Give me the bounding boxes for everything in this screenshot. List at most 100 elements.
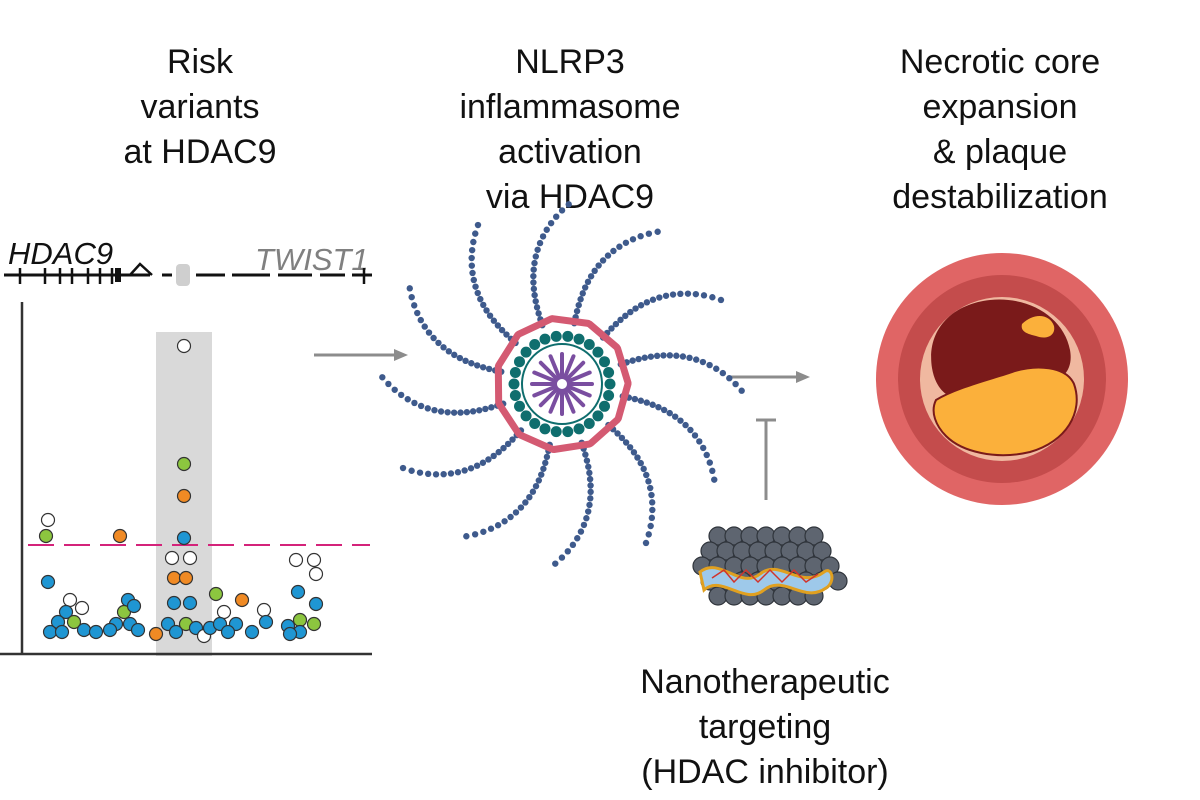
filament-bead (471, 531, 479, 538)
filament-bead (645, 230, 653, 237)
variant-dot (306, 616, 322, 632)
asc-bead (573, 333, 585, 345)
filament-bead (474, 362, 481, 369)
variant-dot (58, 604, 74, 620)
filament-bead (587, 488, 594, 496)
filament-bead (487, 525, 495, 532)
filament-bead (583, 457, 591, 464)
inhibition-bar (756, 418, 776, 500)
filament-bead (637, 397, 645, 404)
filament-bead (399, 464, 407, 472)
filament-bead (671, 413, 679, 420)
nanoparticle-lipid-head (812, 541, 832, 561)
filament-bead (637, 302, 645, 309)
variant-dot (244, 624, 260, 640)
nlrp3-line-2: inflammasome (459, 88, 681, 126)
filament-bead (569, 541, 577, 549)
filament-bead (408, 467, 415, 474)
filament-bead (416, 469, 424, 476)
nlrp3-segment (550, 440, 593, 454)
filament-bead (490, 317, 498, 324)
filament-bead (627, 308, 634, 316)
filament-bead (622, 239, 630, 246)
variant-dot (234, 592, 250, 608)
filament-bead (647, 353, 655, 360)
variant-dot (182, 595, 198, 611)
filament-bead (532, 482, 540, 490)
filament-bead (595, 262, 602, 269)
filament-bead (534, 246, 541, 253)
filament-bead (687, 426, 694, 434)
arrow-to-inflammasome (314, 349, 408, 361)
filament-bead (591, 267, 598, 275)
asc-bead (592, 346, 604, 358)
variant-dot (176, 456, 192, 472)
filament-bead (616, 243, 623, 250)
filament-bead (706, 459, 713, 466)
filament-bead (531, 259, 538, 267)
filament-bead (647, 484, 654, 492)
filament-bead (573, 307, 581, 315)
variant-dot (288, 552, 304, 568)
filament-bead (470, 238, 477, 246)
asc-filament (406, 285, 505, 375)
risk-line-3: at HDAC9 (123, 133, 277, 171)
asc-filament (379, 374, 507, 416)
filament-bead (408, 293, 415, 301)
variant-dot (88, 624, 104, 640)
asc-bead (592, 410, 604, 422)
filament-bead (469, 408, 477, 415)
filament-bead (507, 513, 514, 521)
lipid-pool (932, 366, 1078, 457)
filament-bead (677, 290, 684, 298)
filament-bead (490, 452, 497, 460)
necrotic-line-4: destabilization (892, 178, 1108, 216)
filament-bead (586, 475, 594, 483)
filament-bead (706, 361, 713, 369)
filament-bead (677, 417, 684, 424)
gene-track: HDAC9 TWIST1 (4, 236, 372, 286)
asc-filament (617, 352, 745, 394)
filament-bead (604, 252, 612, 259)
asc-bead (573, 423, 585, 435)
filament-bead (435, 339, 442, 347)
filament-bead (574, 535, 581, 542)
filament-bead (684, 290, 692, 297)
inner-ring (521, 343, 603, 425)
filament-bead (472, 283, 479, 290)
filament-bead (468, 262, 476, 269)
nanotherapeutic-label: Nanotherapeutic targeting (HDAC inhibito… (600, 660, 930, 795)
filament-bead (468, 246, 476, 254)
filament-bead (462, 357, 469, 365)
filament-bead (692, 290, 700, 298)
filament-bead (709, 294, 716, 301)
asc-bead (550, 330, 562, 342)
variant-dot (40, 574, 56, 590)
filament-bead (417, 402, 425, 410)
filament-bead (614, 430, 621, 437)
filament-bead (379, 374, 386, 381)
filament-bead (564, 548, 571, 555)
filament-bead (626, 444, 634, 451)
filament-bead (530, 272, 537, 280)
variant-dot (292, 612, 308, 628)
filament-bead (649, 296, 657, 303)
filament-bead (637, 233, 644, 240)
filament-bead (637, 459, 644, 467)
variant-dot (282, 626, 298, 642)
variant-dot (220, 624, 236, 640)
filament-bead (533, 304, 541, 311)
filament-bead (535, 310, 542, 317)
filament-bead (583, 515, 590, 522)
nlrp3-segment (614, 380, 632, 422)
variant-dot (258, 614, 274, 630)
variant-dot (164, 550, 180, 566)
filament-bead (700, 292, 708, 299)
filament-bead (463, 533, 470, 540)
filament-bead (630, 449, 638, 456)
nlrp3-segment (516, 431, 557, 453)
filament-bead (474, 289, 481, 297)
filament-bead (543, 453, 551, 461)
variant-dot (182, 550, 198, 566)
hdac-inhibitor-molecule (711, 568, 819, 584)
